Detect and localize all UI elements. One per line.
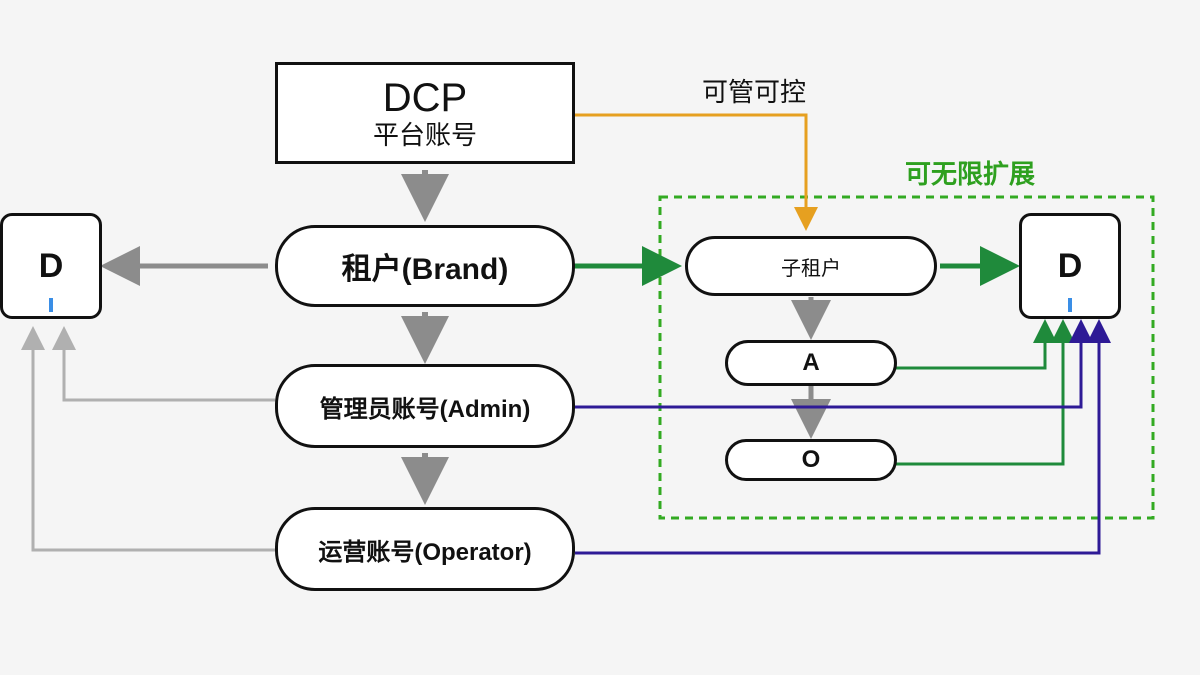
sub-tenant-node[interactable]: 子租户 [685,236,937,296]
sub-admin-node[interactable]: A [725,340,897,386]
admin-node[interactable]: 管理员账号(Admin) [275,364,575,448]
tenant-label: 租户(Brand) [341,253,509,286]
operator-label: 运营账号(Operator) [318,538,532,566]
edge-admin-to-right-device [575,319,1093,409]
left-device-port-icon [49,298,53,312]
edge-subadmin-to-right-device [896,319,1057,370]
left-device-node[interactable]: D [0,213,102,319]
operator-node[interactable]: 运营账号(Operator) [275,507,575,591]
control-label: 可管可控 [702,77,807,107]
edge-admin-to-left-device [52,326,275,402]
sub-admin-label: A [802,349,820,376]
edge-operator-to-left-device [21,326,275,552]
sub-operator-label: O [801,446,821,473]
sub-tenant-label: 子租户 [781,257,841,280]
platform-node[interactable]: DCP 平台账号 [275,62,575,164]
platform-subtitle: 平台账号 [372,120,477,150]
platform-title: DCP [382,76,468,120]
sub-operator-node[interactable]: O [725,439,897,481]
right-device-node[interactable]: D [1019,213,1121,319]
right-device-label: D [1057,246,1083,285]
right-device-port-icon [1068,298,1072,312]
left-device-label: D [38,246,64,285]
admin-label: 管理员账号(Admin) [319,395,531,423]
tenant-node[interactable]: 租户(Brand) [275,225,575,307]
edge-operator-to-right-device [575,319,1111,555]
expand-label: 可无限扩展 [905,159,1036,189]
edge-suboperator-to-right-device [896,319,1075,466]
edge-platform-to-subtenant [575,113,818,231]
